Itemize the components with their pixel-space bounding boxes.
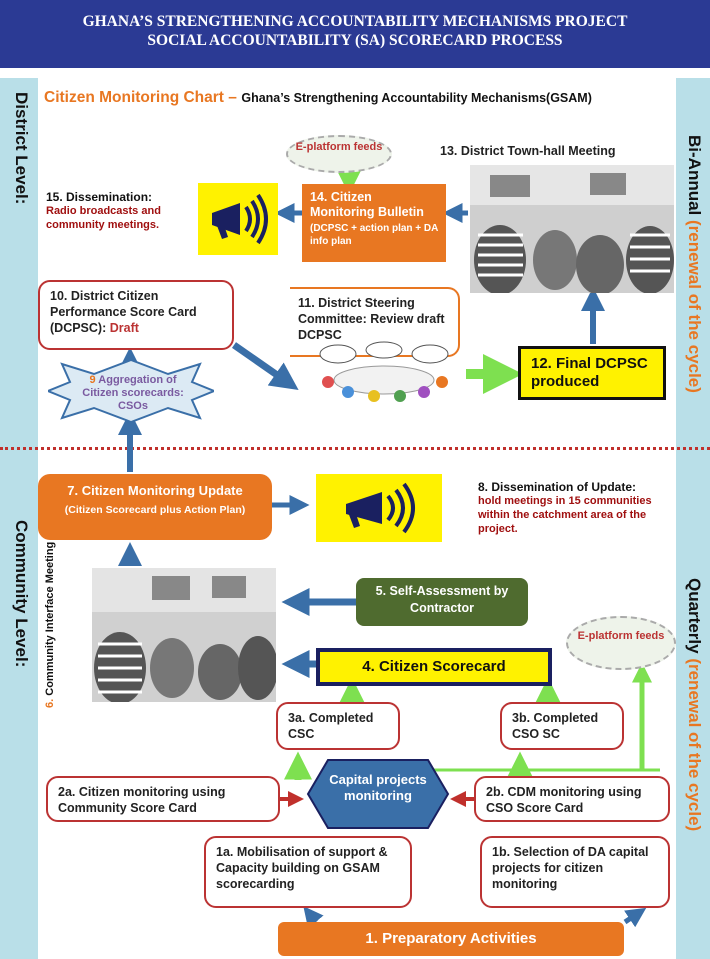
eplatform-cloud-top: E-platform feeds <box>286 135 392 173</box>
node-7: 7. Citizen Monitoring Update (Citizen Sc… <box>38 474 272 540</box>
node-8-body: hold meetings in 15 communities within t… <box>478 495 652 535</box>
megaphone-icon-2 <box>346 482 415 534</box>
left-side-bar <box>0 78 38 959</box>
node-6-text: Community Interface Meeting <box>44 541 56 696</box>
eplatform-cloud-right: E-platform feeds <box>566 616 676 670</box>
right-side-bar <box>676 78 710 959</box>
node-4: 4. Citizen Scorecard <box>316 648 552 686</box>
committee-drawing <box>319 341 449 402</box>
megaphone-top <box>198 183 278 255</box>
node-1a: 1a. Mobilisation of support & Capacity b… <box>204 836 412 908</box>
node-7-title: 7. Citizen Monitoring Update <box>67 483 243 498</box>
node-14: 14. Citizen Monitoring Bulletin (DCPSC +… <box>302 184 446 262</box>
committee-illustration <box>308 340 460 402</box>
node-7-body: (Citizen Scorecard plus Action Plan) <box>64 504 246 516</box>
node-6-number: 6. <box>44 698 56 708</box>
node-6-label: 6. Community Interface Meeting <box>44 542 56 708</box>
node-8-title: 8. Dissemination of Update: <box>478 480 637 494</box>
node-2a: 2a. Citizen monitoring using Community S… <box>46 776 280 822</box>
node-10: 10. District Citizen Performance Score C… <box>38 280 234 350</box>
node-9-number: 9 <box>89 374 96 386</box>
node-9-text: 9 Aggregation of Citizen scorecards: CSO… <box>74 374 192 413</box>
community-meeting-image <box>92 568 276 702</box>
megaphone-middle <box>316 474 442 542</box>
header-line-2: SOCIAL ACCOUNTABILITY (SA) SCORECARD PRO… <box>147 32 563 49</box>
chart-title-main: Citizen Monitoring Chart – <box>44 89 237 106</box>
node-1b: 1b. Selection of DA capital projects for… <box>480 836 670 908</box>
town-hall-photo-image <box>470 165 674 293</box>
node-5: 5. Self-Assessment by Contractor <box>356 578 528 626</box>
town-hall-photo <box>470 165 674 293</box>
capital-projects-label: Capital projects monitoring <box>329 772 427 803</box>
capital-hexagon <box>306 759 450 829</box>
node-15: 15. Dissemination: Radio broadcasts and … <box>46 190 198 232</box>
header-line-1: GHANA’S STRENGTHENING ACCOUNTABILITY MEC… <box>82 13 628 30</box>
level-divider <box>0 447 710 450</box>
node-13-label: 13. District Town-hall Meeting <box>440 144 616 158</box>
node-12: 12. Final DCPSC produced <box>518 346 666 400</box>
chart-title-sub: Ghana’s Strengthening Accountability Mec… <box>241 91 592 105</box>
node-3b: 3b. Completed CSO SC <box>500 702 624 750</box>
node-9-star <box>48 360 214 422</box>
node-14-body: (DCPSC + action plan + DA info plan <box>310 223 438 247</box>
node-3a: 3a. Completed CSC <box>276 702 400 750</box>
node-1: 1. Preparatory Activities <box>278 922 624 956</box>
node-15-body: Radio broadcasts and community meetings. <box>46 205 161 231</box>
node-10-title: 10. District Citizen Performance Score C… <box>50 289 197 335</box>
community-meeting-photo <box>92 568 276 702</box>
node-9-label: Aggregation of Citizen scorecards: CSOs <box>82 374 184 412</box>
page-header: GHANA’S STRENGTHENING ACCOUNTABILITY MEC… <box>0 0 710 68</box>
node-8: 8. Dissemination of Update: hold meeting… <box>478 480 674 536</box>
node-14-title: 14. Citizen Monitoring Bulletin <box>310 190 424 219</box>
chart-title: Citizen Monitoring Chart – Ghana’s Stren… <box>44 89 674 107</box>
node-10-draft: Draft <box>109 321 139 335</box>
megaphone-icon <box>212 193 268 245</box>
node-15-title: 15. Dissemination: <box>46 190 153 204</box>
node-2b: 2b. CDM monitoring using CSO Score Card <box>474 776 670 822</box>
